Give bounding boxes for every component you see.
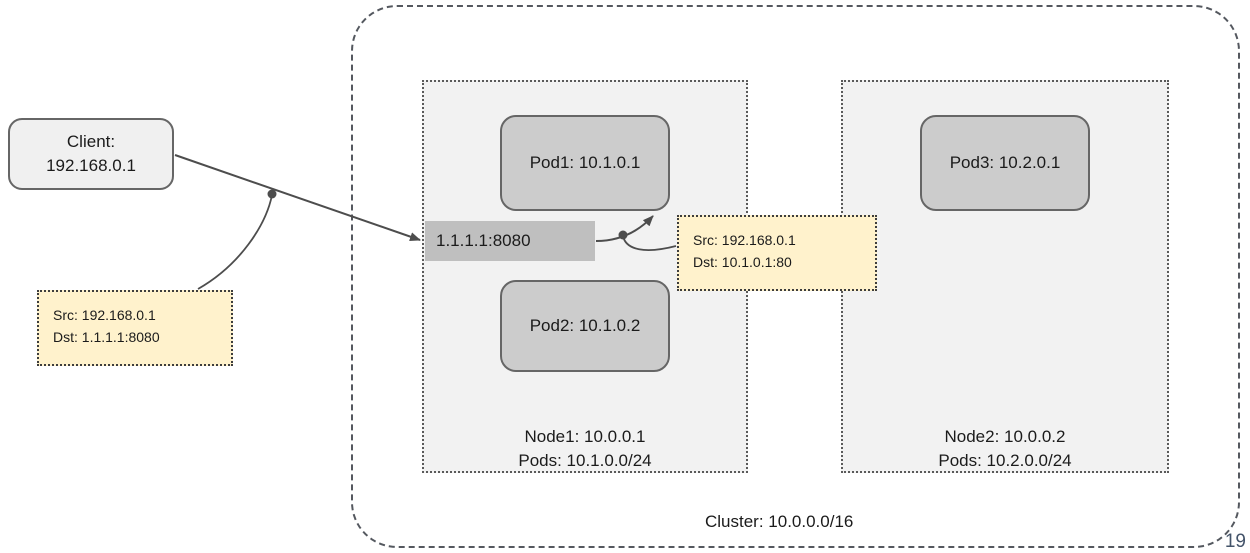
leader-line-callout-left bbox=[197, 194, 273, 290]
service-vip-label: 1.1.1.1:8080 bbox=[436, 231, 531, 250]
node2-caption-line2: Pods: 10.2.0.0/24 bbox=[938, 451, 1072, 470]
node1-caption-line2: Pods: 10.1.0.0/24 bbox=[518, 451, 652, 470]
pod-node-pod3[interactable]: Pod3: 10.2.0.1 bbox=[920, 115, 1090, 211]
node1-caption-line1: Node1: 10.0.0.1 bbox=[524, 427, 646, 446]
service-vip-box[interactable]: 1.1.1.1:8080 bbox=[425, 221, 595, 261]
packet-callout-request-dnat: Src: 192.168.0.1 Dst: 10.1.0.1:80 bbox=[677, 215, 877, 291]
callout-left-dst: Dst: 1.1.1.1:8080 bbox=[53, 329, 160, 345]
client-node[interactable]: Client: 192.168.0.1 bbox=[8, 118, 174, 190]
packet-callout-request-external: Src: 192.168.0.1 Dst: 1.1.1.1:8080 bbox=[37, 290, 233, 366]
cluster-label: Cluster: 10.0.0.0/16 bbox=[705, 512, 854, 531]
node2-caption-line1: Node2: 10.0.0.2 bbox=[944, 427, 1066, 446]
cluster-boundary bbox=[351, 5, 1240, 548]
node-caption-node2: Node2: 10.0.0.2 Pods: 10.2.0.0/24 bbox=[841, 425, 1169, 473]
pod-label-pod2: Pod2: 10.1.0.2 bbox=[529, 316, 641, 335]
page-number: 19 bbox=[1224, 531, 1246, 552]
pod-node-pod1[interactable]: Pod1: 10.1.0.1 bbox=[500, 115, 670, 211]
callout-left-src: Src: 192.168.0.1 bbox=[53, 307, 156, 323]
pod-label-pod3: Pod3: 10.2.0.1 bbox=[949, 153, 1061, 172]
callout-right-dst: Dst: 10.1.0.1:80 bbox=[693, 254, 792, 270]
client-label-line1: Client: bbox=[66, 132, 116, 151]
junction-dot-left bbox=[267, 189, 277, 199]
callout-right-src: Src: 192.168.0.1 bbox=[693, 232, 796, 248]
pod-label-pod1: Pod1: 10.1.0.1 bbox=[529, 153, 641, 172]
client-label-line2: 192.168.0.1 bbox=[46, 156, 136, 175]
pod-node-pod2[interactable]: Pod2: 10.1.0.2 bbox=[500, 280, 670, 372]
node-caption-node1: Node1: 10.0.0.1 Pods: 10.1.0.0/24 bbox=[422, 425, 748, 473]
